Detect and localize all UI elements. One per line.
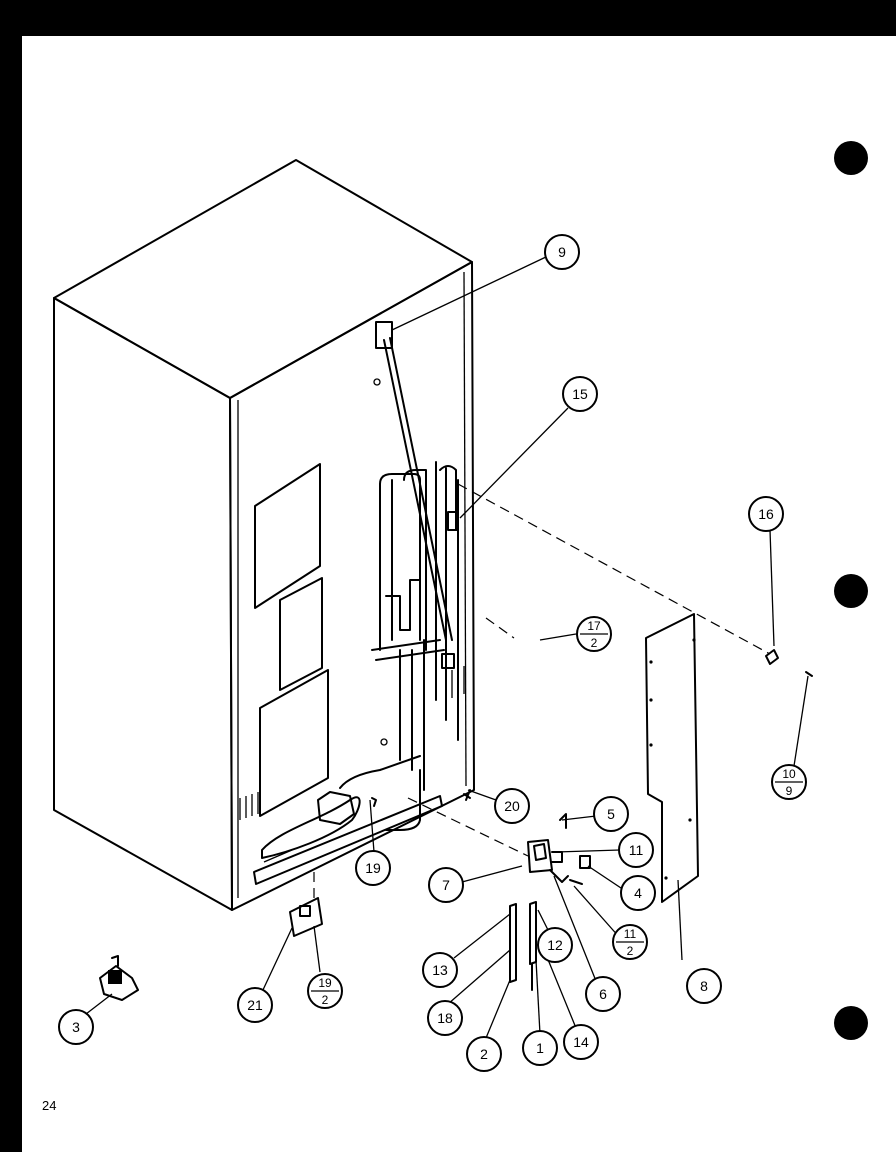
callout-label: 20 bbox=[504, 798, 520, 814]
callout-label: 1 bbox=[536, 1040, 544, 1056]
callout-21: 21 bbox=[237, 987, 273, 1023]
callout-14: 14 bbox=[563, 1024, 599, 1060]
callout-label-bottom: 2 bbox=[627, 944, 634, 958]
callout-1: 1 bbox=[522, 1030, 558, 1066]
callout-label: 6 bbox=[599, 986, 607, 1002]
callout-label: 2 bbox=[480, 1046, 488, 1062]
refrigerator-cabinet bbox=[53, 159, 475, 911]
callout-7: 7 bbox=[428, 867, 464, 903]
callout-label: 5 bbox=[607, 806, 615, 822]
callout-label: 13 bbox=[432, 962, 448, 978]
callout-2: 2 bbox=[466, 1036, 502, 1072]
binder-hole bbox=[834, 141, 868, 175]
callout-11: 11 bbox=[618, 832, 654, 868]
callout-label: 11 bbox=[629, 842, 644, 858]
page-number: 24 bbox=[42, 1098, 57, 1113]
callout-label: 7 bbox=[442, 877, 450, 893]
callout-9: 9 bbox=[544, 234, 580, 270]
small-parts bbox=[99, 649, 813, 1001]
callout-3: 3 bbox=[58, 1009, 94, 1045]
callout-label: 14 bbox=[573, 1034, 589, 1050]
callout-19-2: 19 2 bbox=[307, 973, 343, 1009]
callout-label: 3 bbox=[72, 1019, 80, 1035]
callout-4: 4 bbox=[620, 875, 656, 911]
callout-label-bottom: 2 bbox=[591, 636, 598, 650]
callout-label-top: 11 bbox=[624, 927, 637, 941]
callout-11-2: 11 2 bbox=[612, 924, 648, 960]
callout-5: 5 bbox=[593, 796, 629, 832]
callout-15: 15 bbox=[562, 376, 598, 412]
callout-label: 18 bbox=[437, 1010, 453, 1026]
callout-6: 6 bbox=[585, 976, 621, 1012]
callout-label: 9 bbox=[558, 244, 566, 260]
callout-12: 12 bbox=[537, 927, 573, 963]
callout-13: 13 bbox=[422, 952, 458, 988]
callout-10-9: 10 9 bbox=[771, 764, 807, 800]
condenser-tubing bbox=[339, 321, 459, 831]
callout-label: 8 bbox=[700, 978, 708, 994]
callout-19: 19 bbox=[355, 850, 391, 886]
callout-label: 12 bbox=[547, 937, 563, 953]
callout-20: 20 bbox=[494, 788, 530, 824]
callout-label-top: 19 bbox=[318, 976, 332, 990]
rear-access-panel bbox=[645, 613, 699, 903]
callout-label: 21 bbox=[247, 997, 263, 1013]
callout-label: 4 bbox=[634, 885, 642, 901]
callout-label-top: 10 bbox=[782, 767, 796, 781]
callout-8: 8 bbox=[686, 968, 722, 1004]
callout-label: 15 bbox=[572, 386, 588, 402]
callout-label-bottom: 2 bbox=[322, 993, 329, 1007]
binder-hole bbox=[834, 574, 868, 608]
binder-hole bbox=[834, 1006, 868, 1040]
callout-label: 16 bbox=[758, 506, 774, 522]
callout-label-top: 17 bbox=[587, 619, 601, 633]
callout-label: 19 bbox=[365, 860, 381, 876]
callout-16: 16 bbox=[748, 496, 784, 532]
callout-18: 18 bbox=[427, 1000, 463, 1036]
callout-label-bottom: 9 bbox=[786, 784, 793, 798]
callout-17-2: 17 2 bbox=[576, 616, 612, 652]
